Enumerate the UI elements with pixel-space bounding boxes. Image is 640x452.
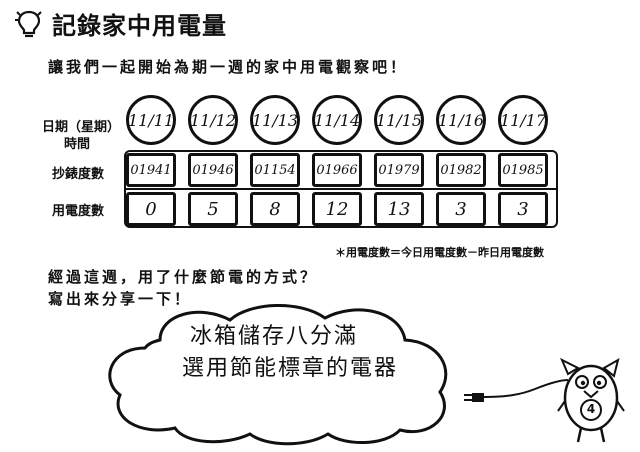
usage-value: 3 [498,192,548,226]
meter-reading: 01154 [250,153,300,187]
mascot-badge-number: 4 [586,402,596,416]
usage-value: 12 [312,192,362,226]
plug-cord-icon [464,379,569,402]
meter-reading: 01941 [126,153,176,187]
usage-value: 13 [374,192,424,226]
usage-value: 8 [250,192,300,226]
date-circle: 11/12 [188,95,238,145]
question-line-2: 寫出來分享一下！ [48,290,193,308]
meter-reading: 01979 [374,153,424,187]
page-title: 記錄家中用電量 [52,12,227,40]
meter-reading: 01966 [312,153,362,187]
date-circle: 11/16 [436,95,486,145]
date-row-label: 日期（星期） [42,120,121,135]
usage-row-label: 用電度數 [52,204,105,219]
table-divider [124,188,558,190]
usage-value: 0 [126,192,176,226]
mascot-character [557,357,625,443]
meter-row-label: 抄錶度數 [52,167,105,182]
date-circle: 11/11 [126,95,176,145]
date-circle: 11/15 [374,95,424,145]
date-circle: 11/14 [312,95,362,145]
meter-reading: 01946 [188,153,238,187]
date-circle: 11/17 [498,95,548,145]
question-line-1: 經過這週，用了什麼節電的方式？ [48,268,319,286]
usage-value: 3 [436,192,486,226]
meter-reading: 01982 [436,153,486,187]
answer-line-2: 選用節能標章的電器 [182,356,399,381]
time-row-label: 時間 [64,137,91,152]
date-circle: 11/13 [250,95,300,145]
answer-line-1: 冰箱儲存八分滿 [190,324,359,349]
usage-value: 5 [188,192,238,226]
instruction-text: 讓我們一起開始為期一週的家中用電觀察吧！ [48,58,409,76]
lightbulb-icon [15,10,42,38]
cloud-answer-box [108,303,448,446]
meter-reading: 01985 [498,153,548,187]
formula-note: ＊用電度數＝今日用電度數－昨日用電度數 [335,246,544,259]
